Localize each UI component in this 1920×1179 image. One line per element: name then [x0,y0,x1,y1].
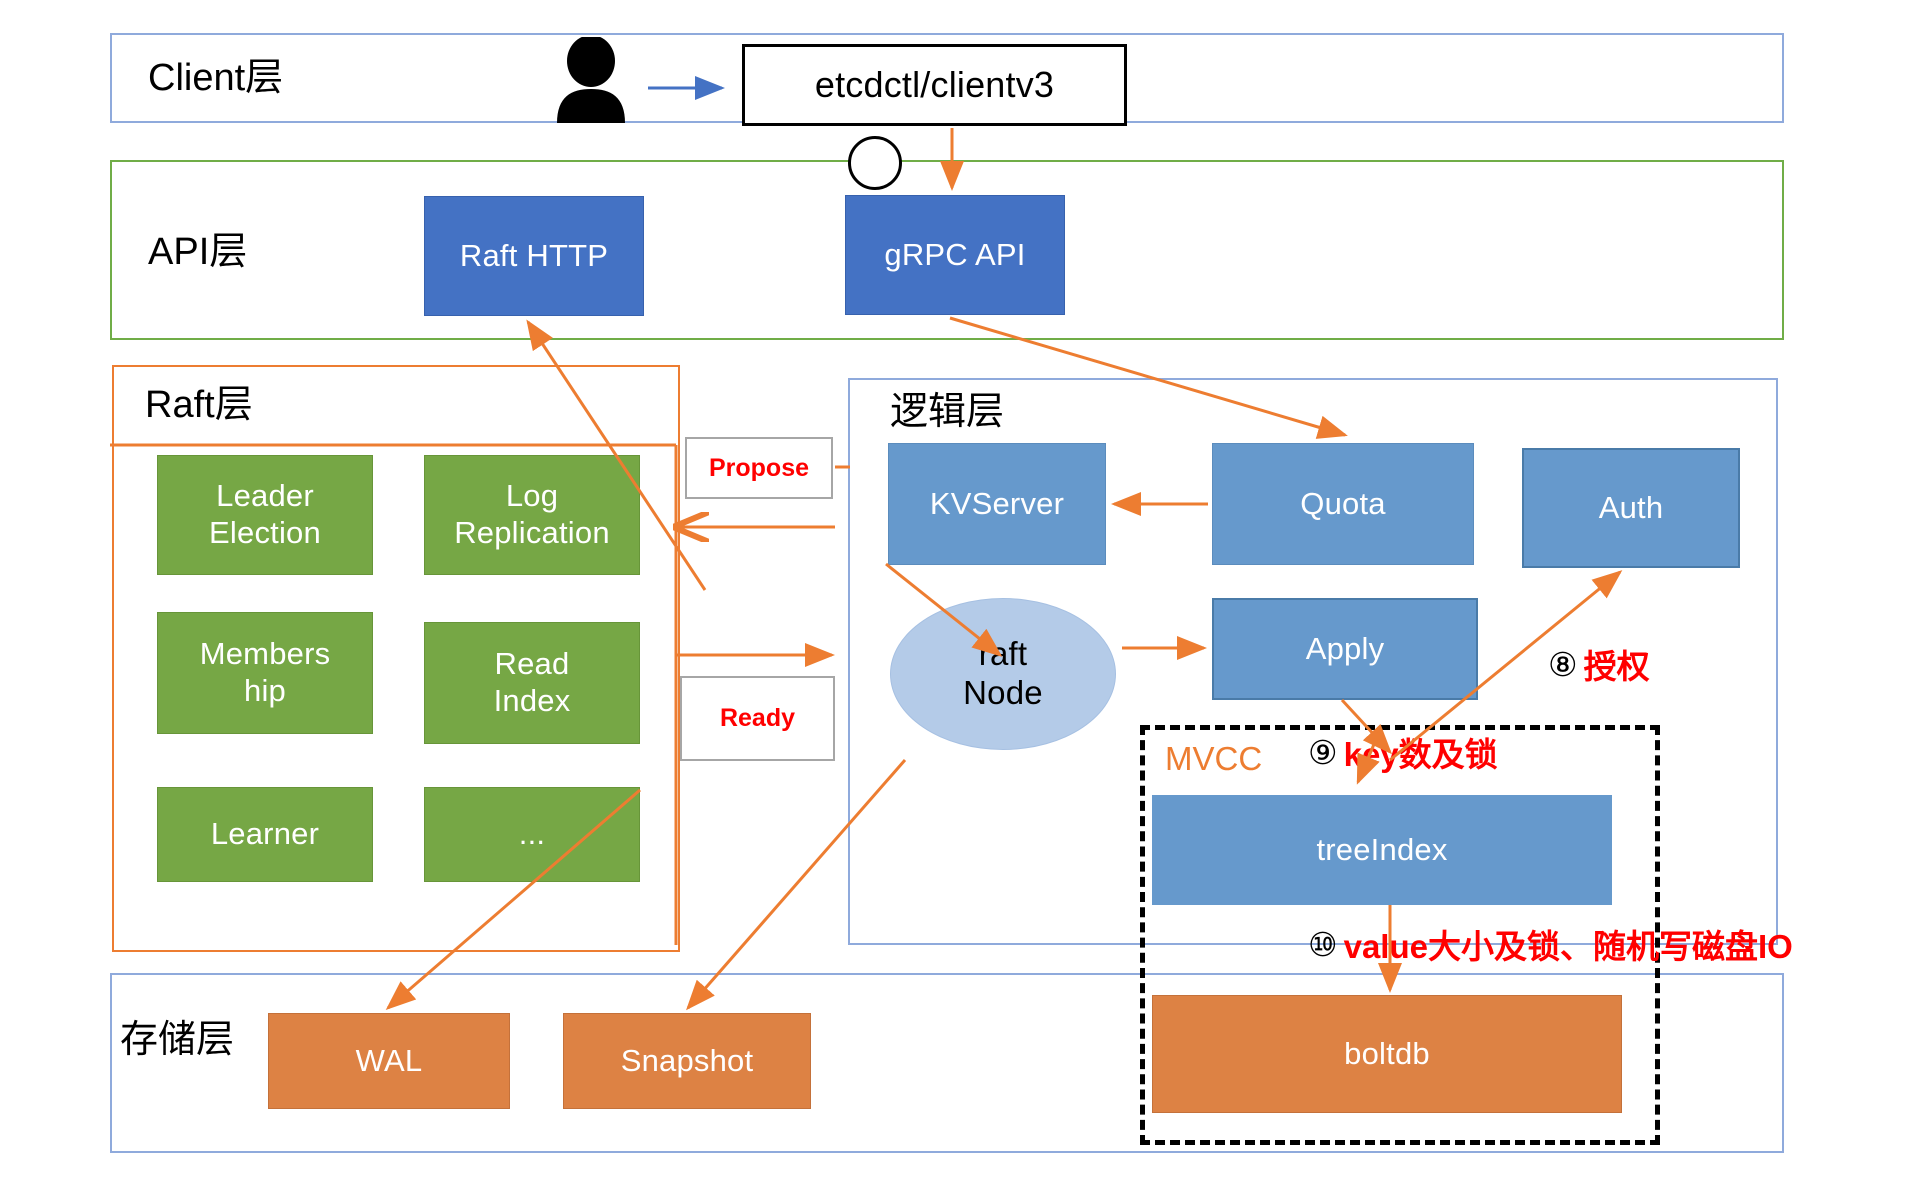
annotation-8: ⑧ 授权 [1548,640,1650,688]
node-leader-election-label2: Election [209,515,321,550]
node-leader-election[interactable]: Leader Election [157,455,373,575]
node-treeindex[interactable]: treeIndex [1152,795,1612,905]
tag-propose: Propose [685,437,833,499]
node-read-index-label: Read [494,646,570,682]
annotation-9: ⑨ key数及锁 [1308,728,1498,776]
node-apply[interactable]: Apply [1212,598,1478,700]
node-membership-label2: hip [244,673,286,708]
node-learner[interactable]: Learner [157,787,373,882]
node-log-replication-label2: Replication [454,515,610,550]
layer-title-logic: 逻辑层 [890,391,1005,433]
annotation-8-text: 授权 [1583,648,1650,685]
node-log-replication-label: Log [505,478,559,514]
layer-title-client: Client层 [148,57,284,99]
annotation-9-number: ⑨ [1308,733,1338,771]
node-raft-http[interactable]: Raft HTTP [424,196,644,316]
node-boltdb[interactable]: boltdb [1152,995,1622,1113]
node-raft-node-label2: Node [963,674,1043,711]
annotation-8-number: ⑧ [1548,645,1578,683]
node-leader-election-label: Leader [216,478,314,514]
node-read-index[interactable]: Read Index [424,622,640,744]
node-etcdctl[interactable]: etcdctl/clientv3 [742,44,1127,126]
annotation-9-text: key数及锁 [1343,736,1498,773]
layer-title-raft: Raft层 [145,384,253,426]
node-auth[interactable]: Auth [1522,448,1740,568]
node-snapshot[interactable]: Snapshot [563,1013,811,1109]
annotation-10: ⑩ value大小及锁、随机写磁盘IO [1308,920,1793,968]
node-kvserver[interactable]: KVServer [888,443,1106,565]
node-grpc-api[interactable]: gRPC API [845,195,1065,315]
node-quota[interactable]: Quota [1212,443,1474,565]
person-icon [545,35,637,123]
node-ellipsis[interactable]: ... [424,787,640,882]
node-wal[interactable]: WAL [268,1013,510,1109]
annotation-10-text: value大小及锁、随机写磁盘IO [1343,928,1793,965]
node-membership[interactable]: Members hip [157,612,373,734]
node-raft-node-label: raft [978,635,1028,673]
tag-ready: Ready [680,676,835,761]
label-mvcc: MVCC [1165,740,1263,777]
node-raft-node[interactable]: raft Node [890,598,1116,750]
layer-storage [110,973,1784,1153]
step-number-1: ① [848,136,902,190]
layer-title-api: API层 [148,231,248,273]
annotation-10-number: ⑩ [1308,925,1338,963]
node-read-index-label2: Index [493,683,571,718]
node-membership-label: Members [199,636,331,672]
layer-title-storage: 存储层 [120,1019,235,1061]
node-log-replication[interactable]: Log Replication [424,455,640,575]
